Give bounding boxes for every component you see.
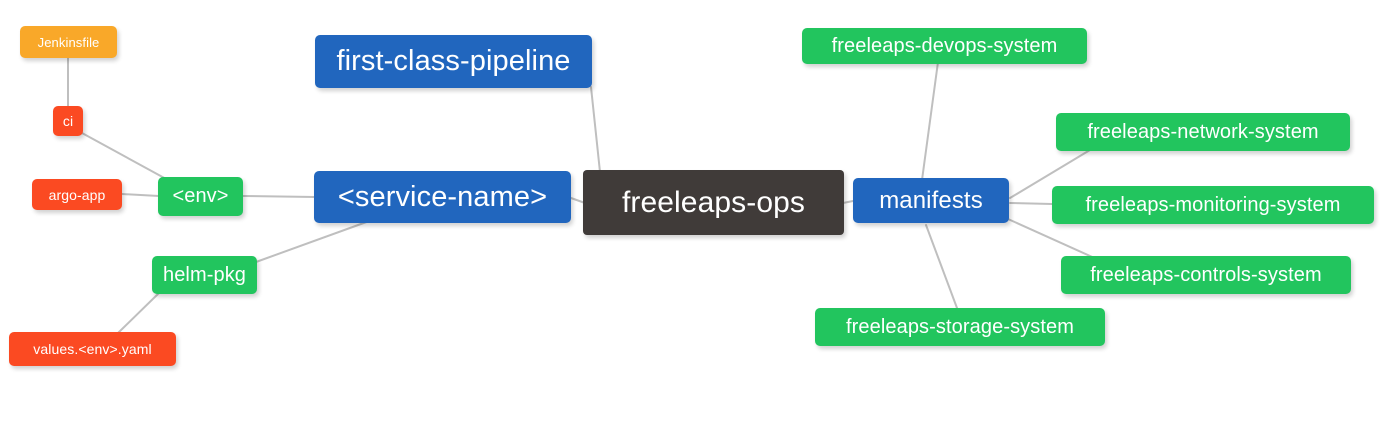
edge-service-name-env bbox=[242, 195, 316, 198]
node-label: freeleaps-network-system bbox=[1087, 120, 1319, 143]
node-values-env-yaml[interactable]: values.<env>.yaml bbox=[9, 332, 176, 366]
node-label: first-class-pipeline bbox=[336, 45, 571, 77]
node-label: argo-app bbox=[48, 186, 106, 203]
node-label: freeleaps-ops bbox=[621, 185, 806, 219]
edge-manifests-devops-system bbox=[921, 61, 939, 181]
node-label: freeleaps-devops-system bbox=[831, 34, 1058, 57]
node-label: values.<env>.yaml bbox=[33, 341, 152, 357]
node-jenkinsfile[interactable]: Jenkinsfile bbox=[20, 26, 117, 58]
edge-root-first-class-pipeline bbox=[590, 86, 601, 173]
node-freeleaps-ops[interactable]: freeleaps-ops bbox=[583, 170, 844, 235]
node-label: <env> bbox=[172, 185, 229, 207]
node-ci[interactable]: ci bbox=[53, 106, 83, 136]
node-manifests[interactable]: manifests bbox=[853, 178, 1009, 223]
node-service-name[interactable]: <service-name> bbox=[314, 171, 571, 223]
node-freeleaps-monitoring-system[interactable]: freeleaps-monitoring-system bbox=[1052, 186, 1374, 224]
node-label: freeleaps-storage-system bbox=[845, 315, 1075, 338]
node-argo-app[interactable]: argo-app bbox=[32, 179, 122, 210]
edge-helm-pkg-values-yaml bbox=[117, 291, 161, 334]
node-first-class-pipeline[interactable]: first-class-pipeline bbox=[315, 35, 592, 88]
edge-root-service-name bbox=[570, 197, 586, 204]
node-freeleaps-storage-system[interactable]: freeleaps-storage-system bbox=[815, 308, 1105, 346]
edge-manifests-storage-system bbox=[925, 224, 958, 309]
node-label: <service-name> bbox=[337, 180, 548, 213]
node-label: ci bbox=[62, 113, 74, 129]
node-freeleaps-controls-system[interactable]: freeleaps-controls-system bbox=[1061, 256, 1351, 294]
edge-service-name-helm-pkg bbox=[255, 219, 373, 263]
edge-manifests-monitoring-system bbox=[1009, 202, 1053, 205]
node-env[interactable]: <env> bbox=[158, 177, 243, 216]
edge-manifests-network-system bbox=[1009, 149, 1091, 199]
edge-env-argo-app bbox=[121, 193, 160, 197]
node-label: Jenkinsfile bbox=[37, 34, 100, 50]
node-freeleaps-network-system[interactable]: freeleaps-network-system bbox=[1056, 113, 1350, 151]
node-helm-pkg[interactable]: helm-pkg bbox=[152, 256, 257, 294]
node-label: freeleaps-controls-system bbox=[1090, 263, 1322, 286]
node-label: manifests bbox=[879, 186, 983, 214]
node-freeleaps-devops-system[interactable]: freeleaps-devops-system bbox=[802, 28, 1087, 64]
node-label: helm-pkg bbox=[162, 263, 247, 286]
edge-env-ci bbox=[81, 132, 169, 181]
node-label: freeleaps-monitoring-system bbox=[1085, 193, 1341, 216]
